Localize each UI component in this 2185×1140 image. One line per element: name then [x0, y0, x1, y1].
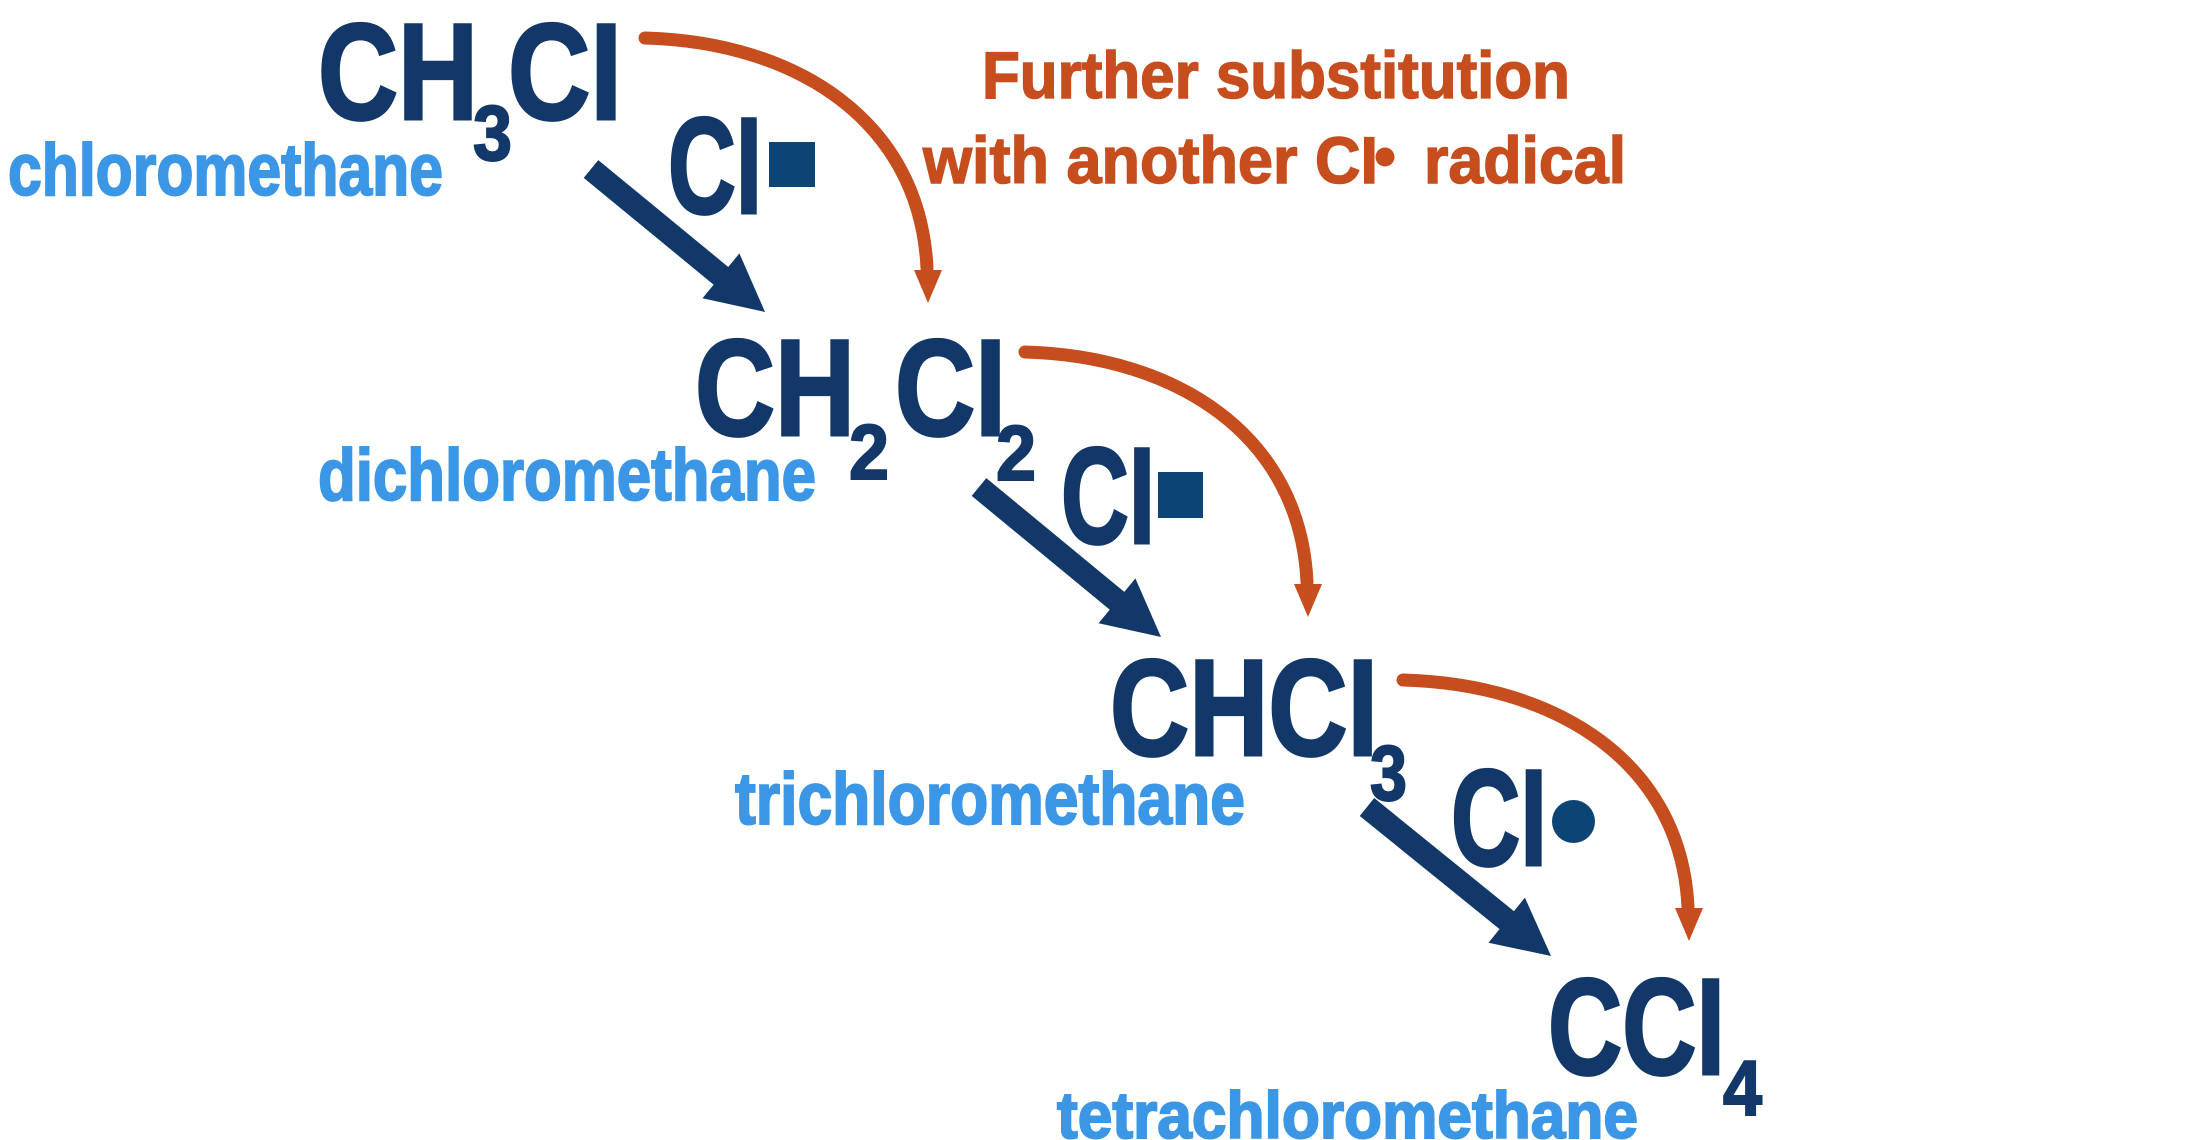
svg-text:2: 2	[996, 409, 1036, 497]
svg-text:dichloromethane: dichloromethane	[318, 435, 816, 516]
svg-text:CCI: CCI	[1548, 951, 1725, 1104]
svg-text:3: 3	[473, 89, 512, 177]
svg-text:CI: CI	[1061, 420, 1155, 573]
svg-text:2: 2	[849, 408, 889, 496]
svg-text:with another CI: with another CI	[922, 123, 1378, 197]
svg-text:Further substitution: Further substitution	[982, 38, 1570, 112]
svg-text:CI: CI	[668, 90, 762, 243]
svg-text:CI: CI	[508, 0, 622, 149]
svg-text:CHCI: CHCI	[1110, 632, 1378, 785]
svg-text:CI: CI	[895, 312, 1006, 465]
svg-text:radical: radical	[1424, 123, 1626, 197]
svg-text:CH: CH	[318, 0, 478, 149]
svg-text:CH: CH	[695, 312, 855, 465]
svg-text:tetrachloromethane: tetrachloromethane	[1057, 1078, 1638, 1140]
svg-text:trichloromethane: trichloromethane	[735, 759, 1245, 840]
svg-text:chloromethane: chloromethane	[8, 130, 443, 211]
svg-text:CI: CI	[1451, 742, 1547, 895]
svg-text:4: 4	[1723, 1044, 1762, 1132]
